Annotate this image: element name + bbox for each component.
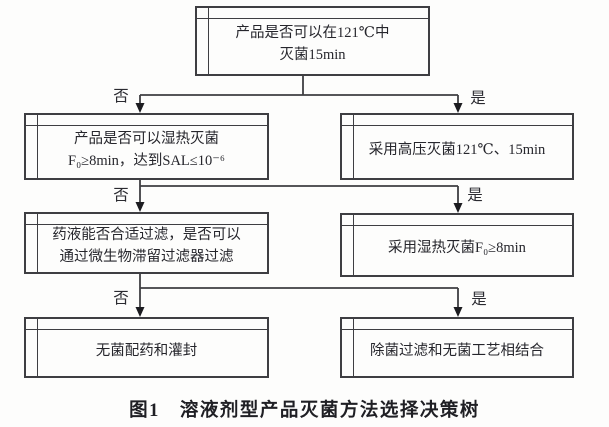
box-inner-left-rule <box>37 319 38 376</box>
arrow-down-icon <box>135 103 145 113</box>
node-sterile-filtration-aseptic-process: 除菌过滤和无菌工艺相结合 <box>340 317 574 378</box>
box-inner-top-rule <box>342 125 572 126</box>
box-inner-left-rule <box>37 214 38 272</box>
node-text-line: 采用湿热灭菌F₀≥8min <box>388 240 526 257</box>
branch-label-no: 否 <box>113 88 129 105</box>
node-text-line: 产品是否可以在121℃中 <box>235 25 390 42</box>
box-inner-left-rule <box>353 319 354 376</box>
arrow-down-icon <box>135 202 145 212</box>
node-aseptic-compounding-filling: 无菌配药和灌封 <box>24 317 269 378</box>
node-text-line: 药液能否合适过滤，是否可以 <box>52 227 241 244</box>
box-inner-top-rule <box>342 225 572 226</box>
arrow-down-icon <box>453 103 463 113</box>
box-inner-top-rule <box>197 18 428 19</box>
box-inner-left-rule <box>37 115 38 178</box>
figure-caption: 图1 溶液剂型产品灭菌方法选择决策树 <box>129 401 480 421</box>
box-inner-left-rule <box>353 115 354 178</box>
node-text-line: 产品是否可以湿热灭菌 <box>74 130 219 147</box>
branch-label-yes: 是 <box>471 291 487 308</box>
branch-label-no: 否 <box>113 290 129 307</box>
box-inner-top-rule <box>26 125 267 126</box>
box-inner-left-rule <box>353 215 354 275</box>
arrow-down-icon <box>453 307 463 317</box>
node-filtration-question: 药液能否合适过滤，是否可以 通过微生物滞留过滤器过滤 <box>24 212 269 274</box>
branch-label-yes: 是 <box>470 90 486 107</box>
node-text-line: 采用高压灭菌121℃、15min <box>368 141 546 158</box>
branch-label-yes: 是 <box>467 187 483 204</box>
node-text-line: F₀≥8min，达到SAL≤10⁻⁶ <box>68 152 225 169</box>
box-inner-top-rule <box>26 329 267 330</box>
node-sterilize-121c-question: 产品是否可以在121℃中 灭菌15min <box>195 6 430 76</box>
box-inner-top-rule <box>342 329 572 330</box>
box-inner-top-rule <box>26 224 267 225</box>
node-moist-heat-question: 产品是否可以湿热灭菌 F₀≥8min，达到SAL≤10⁻⁶ <box>24 113 269 180</box>
branch-label-no: 否 <box>113 187 129 204</box>
arrow-down-icon <box>135 307 145 317</box>
arrow-down-icon <box>453 203 463 213</box>
node-moist-heat-sterilization: 采用湿热灭菌F₀≥8min <box>340 213 574 277</box>
node-text-line: 无菌配药和灌封 <box>95 342 198 359</box>
node-text-line: 通过微生物滞留过滤器过滤 <box>59 249 234 265</box>
node-high-pressure-sterilization: 采用高压灭菌121℃、15min <box>340 113 574 180</box>
box-inner-left-rule <box>208 8 209 74</box>
node-text-line: 灭菌15min <box>279 47 346 63</box>
node-text-line: 除菌过滤和无菌工艺相结合 <box>370 342 544 359</box>
